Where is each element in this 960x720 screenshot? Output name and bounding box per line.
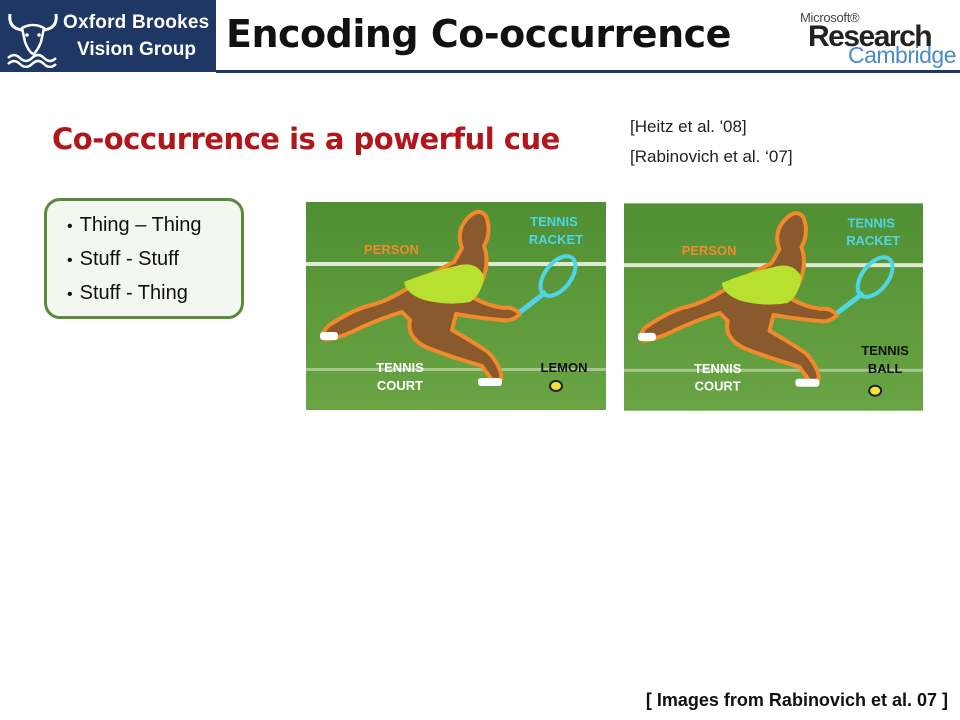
court-label: TENNIS: [376, 360, 424, 375]
oxford-brookes-logo: Oxford Brookes Vision Group: [0, 0, 216, 72]
msr-microsoft-text: Microsoft®: [800, 10, 860, 25]
bull-head-icon: [7, 13, 58, 68]
racket-label: TENNIS: [847, 215, 895, 230]
person-label: PERSON: [364, 242, 419, 257]
cooccurrence-types-box: Thing – Thing Stuff - Stuff Stuff - Thin…: [44, 198, 244, 319]
slide-subtitle: Co-occurrence is a powerful cue: [52, 122, 560, 156]
player-figure: [320, 209, 522, 386]
reference-item: [Rabinovich et al. ‘07]: [630, 147, 793, 166]
tennis-image-ball: PERSON TENNIS RACKET TENNIS COURT TENNIS…: [624, 203, 923, 411]
header-divider: [216, 70, 960, 73]
tennis-image-lemon: PERSON TENNIS RACKET TENNIS COURT LEMON: [306, 202, 606, 410]
court-line: [306, 368, 606, 371]
slide-title: Encoding Co-occurrence: [226, 12, 731, 56]
bullet-list: Thing – Thing Stuff - Stuff Stuff - Thin…: [67, 209, 202, 311]
player-figure: [637, 211, 840, 387]
racket-label: RACKET: [846, 233, 900, 248]
reference-list: [Heitz et al. '08] [Rabinovich et al. ‘0…: [630, 112, 793, 172]
court-line: [624, 368, 923, 372]
object-label: LEMON: [541, 360, 588, 375]
msr-research-text: Research: [808, 20, 933, 53]
logo-text-line2: Vision Group: [77, 39, 196, 60]
bullet-item: Stuff - Thing: [67, 277, 202, 311]
object-label: TENNIS: [861, 343, 909, 358]
person-label: PERSON: [682, 243, 737, 258]
image-credit: [ Images from Rabinovich et al. 07 ]: [645, 690, 948, 710]
court-label: TENNIS: [694, 361, 742, 376]
microsoft-research-logo: Microsoft® Research Cambridge: [796, 10, 957, 68]
racket-label: TENNIS: [530, 214, 578, 229]
tennis-racket: [518, 254, 578, 314]
racket-label: RACKET: [529, 232, 583, 247]
logo-text-line1: Oxford Brookes: [63, 12, 210, 33]
object-label: BALL: [868, 361, 903, 376]
reference-item: [Heitz et al. '08]: [630, 117, 747, 136]
bullet-item: Thing – Thing: [67, 209, 202, 243]
bullet-item: Stuff - Stuff: [67, 243, 202, 277]
tennis-ball-object: [868, 384, 883, 397]
court-label: COURT: [695, 379, 741, 394]
lemon-object: [549, 380, 563, 392]
tennis-racket: [835, 255, 895, 315]
msr-cambridge-text: Cambridge: [848, 42, 957, 68]
court-label: COURT: [377, 378, 423, 393]
